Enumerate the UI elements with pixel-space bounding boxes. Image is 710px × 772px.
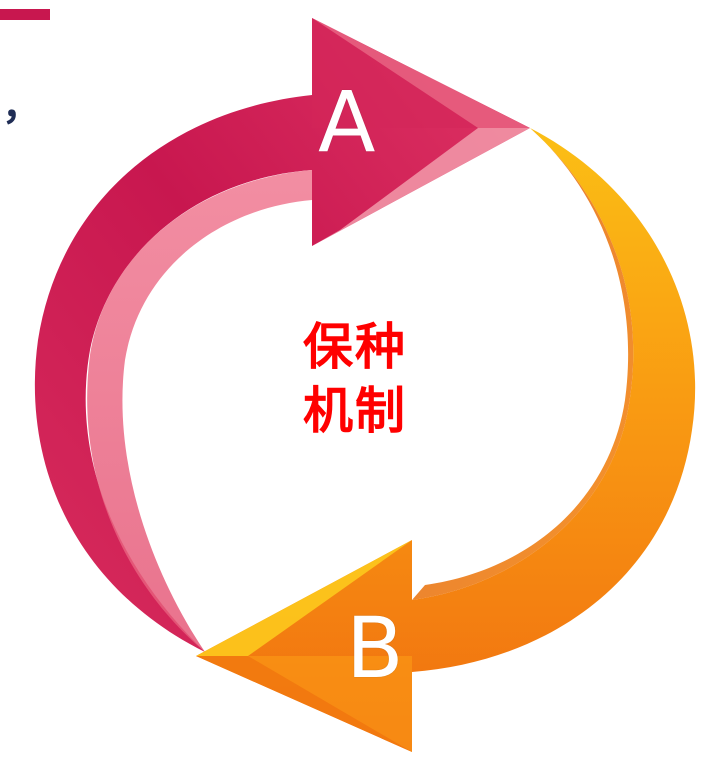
comma-mark: ， [2,83,42,129]
center-title: 保种 机制 [303,315,443,443]
arrow-b [196,128,696,752]
arrow-a [34,18,530,652]
stage-b-label: B [346,599,404,697]
center-title-line-2: 机制 [303,382,407,440]
accent-bar [0,9,50,20]
center-title-line-1: 保种 [303,318,407,376]
stage-a-label: A [318,73,376,171]
